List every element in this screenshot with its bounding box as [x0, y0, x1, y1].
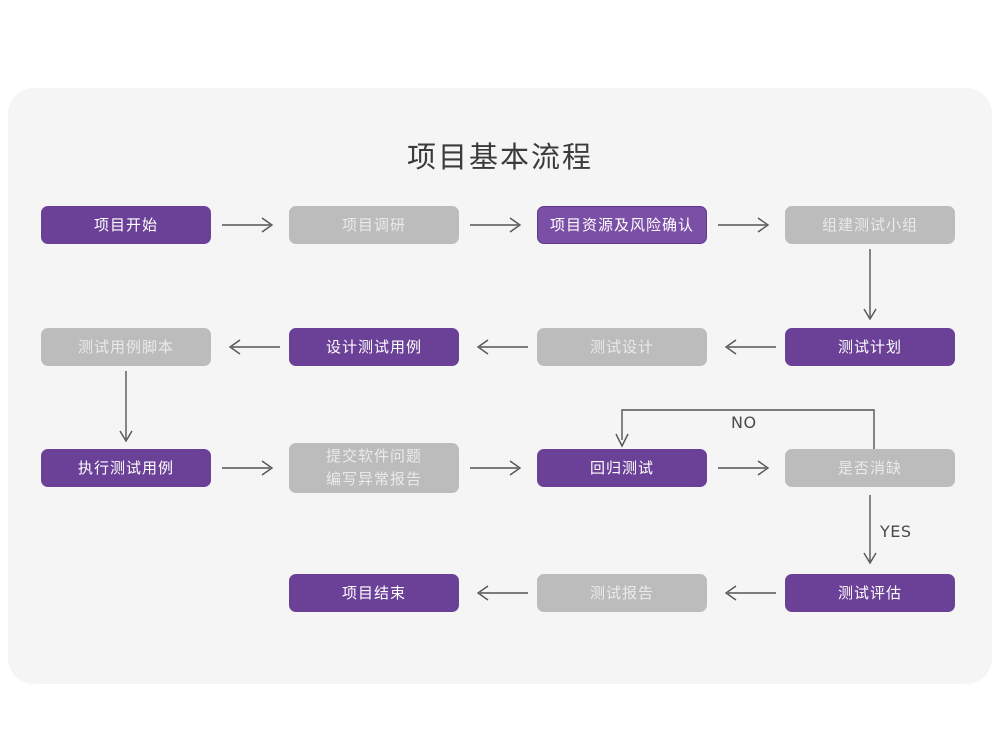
node-test-report[interactable]: 测试报告: [537, 574, 707, 612]
edge-arrow-right-4: [222, 457, 280, 479]
node-resource-risk-confirm[interactable]: 项目资源及风险确认: [537, 206, 707, 244]
edge-arrow-right-3: [718, 214, 776, 236]
node-project-start[interactable]: 项目开始: [41, 206, 211, 244]
edge-label-no: NO: [731, 413, 757, 432]
edge-arrow-down-script-to-execute: [118, 371, 134, 447]
edge-arrow-left-2: [470, 336, 528, 358]
edge-no-loop-path: [614, 406, 880, 452]
edge-arrow-left-5: [718, 582, 776, 604]
edge-label-yes: YES: [880, 522, 912, 541]
edge-arrow-right-6: [718, 457, 776, 479]
edge-arrow-right-2: [470, 214, 528, 236]
node-project-research[interactable]: 项目调研: [289, 206, 459, 244]
node-is-defect-cleared[interactable]: 是否消缺: [785, 449, 955, 487]
node-test-design[interactable]: 测试设计: [537, 328, 707, 366]
edge-arrow-left-4: [470, 582, 528, 604]
edge-arrow-left-1: [222, 336, 280, 358]
node-form-test-team[interactable]: 组建测试小组: [785, 206, 955, 244]
node-submit-issue-report[interactable]: 提交软件问题 编写异常报告: [289, 443, 459, 493]
edge-arrow-down-yes: [862, 495, 878, 571]
edge-arrow-left-3: [718, 336, 776, 358]
node-design-test-case[interactable]: 设计测试用例: [289, 328, 459, 366]
node-project-end[interactable]: 项目结束: [289, 574, 459, 612]
node-test-evaluation[interactable]: 测试评估: [785, 574, 955, 612]
node-test-case-script[interactable]: 测试用例脚本: [41, 328, 211, 366]
node-execute-test-case[interactable]: 执行测试用例: [41, 449, 211, 487]
edge-arrow-down-team-to-plan: [862, 249, 878, 325]
edge-arrow-right-5: [470, 457, 528, 479]
node-test-plan[interactable]: 测试计划: [785, 328, 955, 366]
node-regression-test[interactable]: 回归测试: [537, 449, 707, 487]
page-title: 项目基本流程: [406, 140, 593, 174]
edge-arrow-right-1: [222, 214, 280, 236]
